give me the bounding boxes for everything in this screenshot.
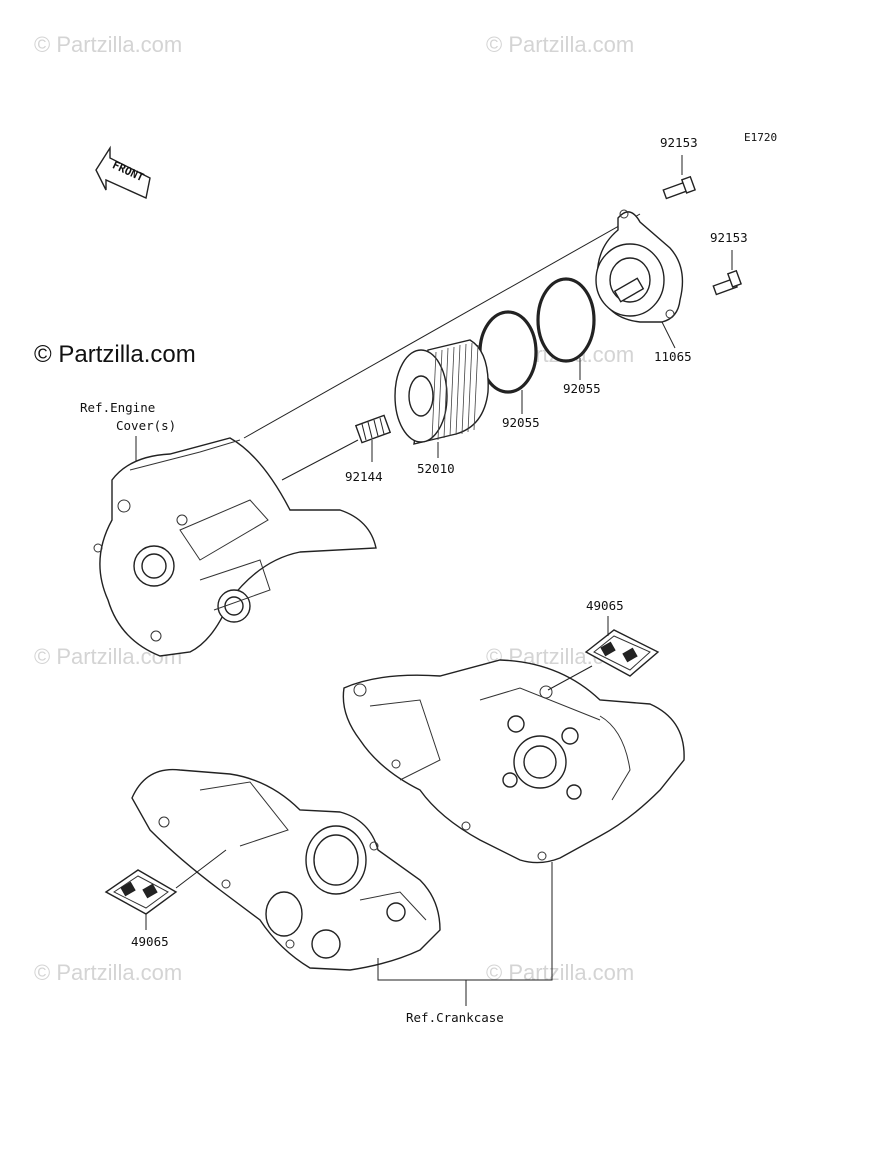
engine-cover-illustration <box>93 437 377 657</box>
oil-filter-cover-icon <box>595 209 684 323</box>
crankcase-ref-bracket <box>377 862 553 1006</box>
part-label-oil-filter: 52010 <box>417 461 455 476</box>
bolt-icon <box>662 175 696 200</box>
label-plate-icon <box>584 629 660 677</box>
watermark-bottom-left: © Partzilla.com <box>34 960 182 985</box>
ref-engine-cover-line1: Ref.Engine <box>80 400 155 415</box>
spring-icon <box>354 414 392 444</box>
oil-filter-icon <box>394 339 489 445</box>
crankcase-right-illustration <box>342 659 685 864</box>
part-label-o-ring-outer: 92055 <box>563 381 601 396</box>
part-label-oil-filter-cover: 11065 <box>654 349 692 364</box>
crankcase-left-illustration <box>131 768 441 971</box>
watermark-top-left: © Partzilla.com <box>34 32 182 57</box>
part-label-o-ring-inner: 92055 <box>502 415 540 430</box>
watermark-top-right: © Partzilla.com <box>486 32 634 57</box>
part-label-bolt-right: 92153 <box>710 230 748 245</box>
o-ring-outer-icon <box>536 277 596 363</box>
part-label-spring: 92144 <box>345 469 383 484</box>
watermark-main: © Partzilla.com <box>34 341 196 368</box>
diagram-code: E1720 <box>744 131 777 144</box>
part-label-label-plate-left: 49065 <box>131 934 169 949</box>
part-label-label-plate-right: 49065 <box>586 598 624 613</box>
ref-crankcase: Ref.Crankcase <box>406 1010 504 1025</box>
label-plate-icon <box>104 869 178 915</box>
front-arrow-icon: FRONT <box>95 145 151 199</box>
watermark-bottom-right: © Partzilla.com <box>486 960 634 985</box>
ref-engine-cover-line2: Cover(s) <box>116 418 176 433</box>
part-label-bolt-top: 92153 <box>660 135 698 150</box>
bolt-icon <box>712 269 742 296</box>
